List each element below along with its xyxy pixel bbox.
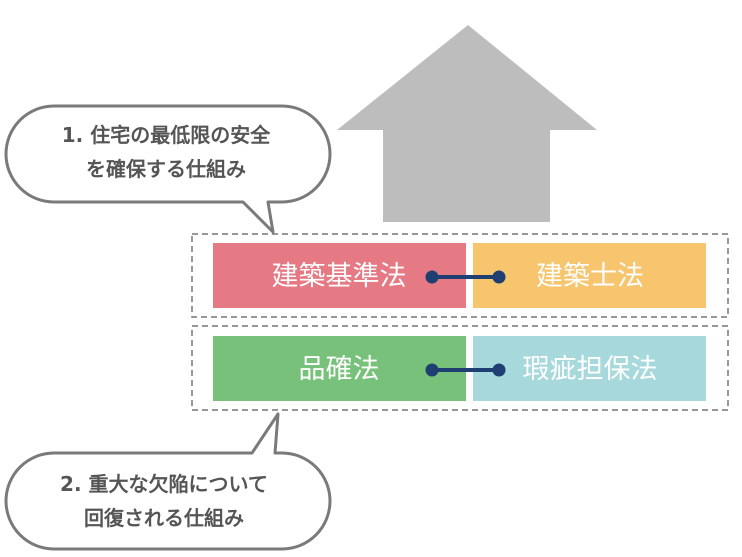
callout-top-line2: を確保する仕組み (86, 157, 246, 181)
connector-bottom-left-dot (425, 363, 439, 377)
callout-bottom-line1: 2. 重大な欠陥について (60, 472, 268, 496)
box-kenchikushi-ho (473, 243, 706, 308)
box-kashi-tanpo-ho (473, 336, 706, 401)
box-kenchiku-kijun-ho (213, 243, 466, 308)
callout-bubble-bottom (4, 412, 332, 551)
connector-top-left-dot (425, 270, 439, 284)
label-kenchikushi-ho: 建築士法 (536, 261, 644, 292)
connector-bottom (425, 363, 506, 377)
callout-top-line1: 1. 住宅の最低限の安全 (62, 123, 271, 147)
connector-bottom-right-dot (492, 363, 506, 377)
house-silhouette (337, 25, 597, 222)
label-kashi-tanpo-ho: 瑕疵担保法 (523, 354, 658, 385)
box-hinkaku-ho (213, 336, 466, 401)
house-icon (337, 25, 597, 222)
connector-top-right-dot (492, 270, 506, 284)
connector-top (425, 270, 506, 284)
label-kenchiku-kijun-ho: 建築基準法 (272, 261, 407, 292)
callout-bubble-top (4, 104, 332, 234)
label-hinkaku-ho: 品確法 (299, 354, 380, 385)
callout-bottom-line2: 回復される仕組み (84, 506, 244, 530)
